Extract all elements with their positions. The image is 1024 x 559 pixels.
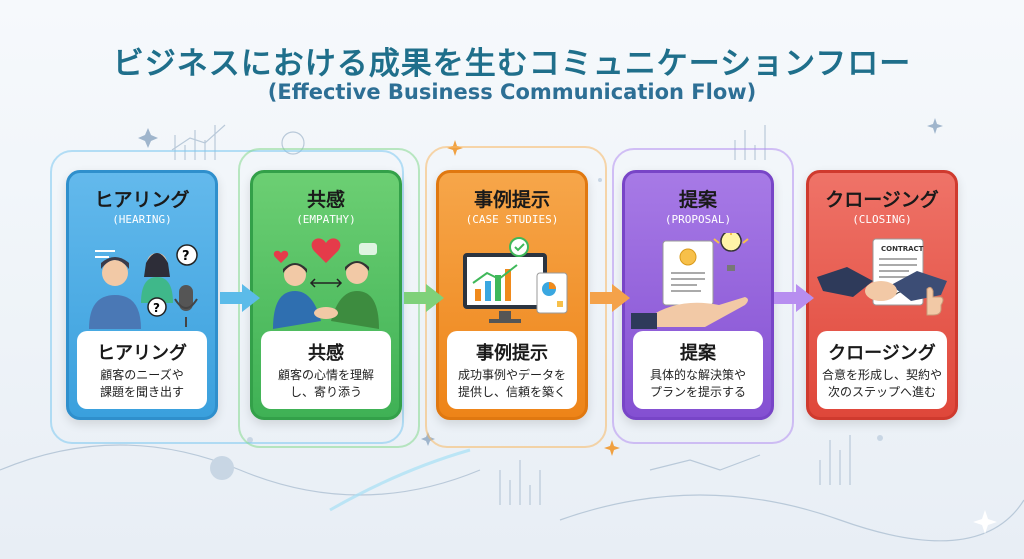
- step-english-label: (CLOSING): [852, 213, 912, 226]
- step-description: 顧客のニーズや 課題を聞き出す: [77, 367, 207, 401]
- description-line-1: 成功事例やデータを: [457, 368, 566, 382]
- proposal-document-icon: [631, 233, 749, 329]
- step-description-box: ヒアリング 顧客のニーズや 課題を聞き出す: [77, 331, 207, 409]
- step-card-proposal: 提案 (PROPOSAL) 提案 具体的な解決策や プランを提示する: [622, 170, 774, 420]
- step-english-label: (HEARING): [112, 213, 172, 226]
- connector-frame-1: [50, 150, 404, 444]
- description-line-2: 次のステップへ進む: [827, 385, 936, 399]
- step-english-label: (CASE STUDIES): [465, 213, 559, 226]
- description-line-1: 合意を形成し、契約や: [821, 368, 942, 382]
- step-title: 事例提示: [473, 189, 550, 211]
- step-heading: 事例提示: [476, 343, 548, 364]
- step-description: 顧客の心情を理解 し、寄り添う: [261, 367, 391, 401]
- step-description: 合意を形成し、契約や 次のステップへ進む: [817, 367, 947, 401]
- step-title: 共感: [306, 189, 345, 211]
- step-description: 成功事例やデータを 提供し、信頼を築く: [447, 367, 577, 401]
- svg-text:?: ?: [182, 249, 190, 264]
- svg-text:?: ?: [153, 301, 160, 315]
- step-description-box: 提案 具体的な解決策や プランを提示する: [633, 331, 763, 409]
- step-heading: クロージング: [828, 343, 936, 364]
- step-title: 提案: [678, 189, 717, 211]
- description-line-2: 提供し、信頼を築く: [457, 385, 566, 399]
- listening-people-icon: ? ?: [89, 244, 198, 329]
- step-description: 具体的な解決策や プランを提示する: [633, 367, 763, 401]
- monitor-chart-icon: [463, 237, 568, 323]
- flow-arrow-icon: [590, 284, 630, 312]
- flow-arrow-icon: [774, 284, 814, 312]
- step-english-label: (PROPOSAL): [664, 213, 732, 226]
- description-line-2: し、寄り添う: [289, 385, 362, 399]
- step-english-label: (EMPATHY): [296, 213, 356, 226]
- contract-label: CONTRACT: [881, 245, 924, 253]
- step-card-closing: クロージング (CLOSING) CONTRACT クロージング 合意を形成し、…: [806, 170, 958, 420]
- description-line-1: 顧客の心情を理解: [277, 368, 374, 382]
- step-title: クロージング: [825, 189, 939, 211]
- step-description-box: 事例提示 成功事例やデータを 提供し、信頼を築く: [447, 331, 577, 409]
- step-card-case-studies: 事例提示 (CASE STUDIES) 事例提示 成功事例やデータを 提供し、信…: [436, 170, 588, 420]
- step-heading: 共感: [308, 343, 344, 364]
- description-line-2: プランを提示する: [649, 385, 746, 399]
- step-card-empathy: 共感 (EMPATHY) 共感 顧客の心情を理解 し、寄り添う: [250, 170, 402, 420]
- description-line-1: 具体的な解決策や: [649, 368, 746, 382]
- step-title: ヒアリング: [94, 189, 190, 211]
- description-line-1: 顧客のニーズや: [100, 368, 184, 382]
- description-line-2: 課題を聞き出す: [99, 385, 184, 399]
- step-heading: 提案: [680, 343, 716, 364]
- step-description-box: クロージング 合意を形成し、契約や 次のステップへ進む: [817, 331, 947, 409]
- step-description-box: 共感 顧客の心情を理解 し、寄り添う: [261, 331, 391, 409]
- flow-arrow-icon: [404, 284, 444, 312]
- contract-handshake-icon: CONTRACT: [817, 238, 947, 316]
- flow-arrow-icon: [220, 284, 260, 312]
- step-heading: ヒアリング: [97, 343, 187, 364]
- page-subtitle: (Effective Business Communication Flow): [267, 80, 757, 104]
- step-card-hearing: ヒアリング (HEARING) ? ? ヒアリング 顧客のニーズや 課題を聞き出…: [66, 170, 218, 420]
- handshake-heart-icon: [273, 238, 379, 329]
- page-title: ビジネスにおける成果を生むコミュニケーションフロー: [112, 46, 912, 82]
